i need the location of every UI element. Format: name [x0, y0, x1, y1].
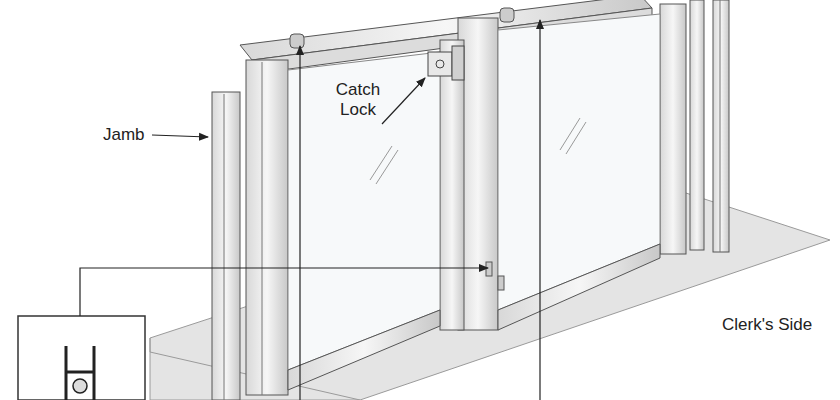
leader-line — [80, 268, 488, 316]
leader-line — [152, 135, 208, 137]
glass-glint — [566, 122, 586, 154]
sash-stile — [246, 60, 288, 395]
leader-line — [539, 20, 540, 400]
sash-stile — [660, 4, 686, 254]
glass-glint — [560, 118, 580, 150]
jamb-line — [720, 0, 721, 252]
catch-lock — [436, 60, 444, 68]
jamb-line — [224, 94, 225, 400]
right-jamb — [713, 0, 729, 252]
catch-lock — [452, 46, 464, 80]
part-label: Catch Lock — [326, 80, 390, 120]
stile-line — [262, 62, 263, 395]
bottom-guide — [498, 276, 504, 290]
bottom-guide — [486, 262, 492, 276]
track-wheel — [73, 379, 87, 393]
track-detail — [66, 346, 94, 400]
sash-bottom-rail — [288, 310, 440, 390]
glass-glint — [376, 150, 398, 184]
part-label: Jamb — [103, 125, 145, 145]
roller — [290, 34, 304, 48]
leader-line — [382, 78, 425, 124]
right-jamb — [690, 0, 704, 250]
sash-stile — [440, 40, 464, 330]
detail-inset — [18, 316, 145, 400]
part-label: Clerk's Side — [722, 315, 812, 335]
catch-lock — [428, 52, 452, 76]
leader-line — [299, 46, 300, 400]
left-jamb — [212, 92, 240, 400]
sash-bottom-rail — [498, 244, 660, 330]
roller — [500, 8, 514, 22]
glass-glint — [370, 146, 392, 180]
